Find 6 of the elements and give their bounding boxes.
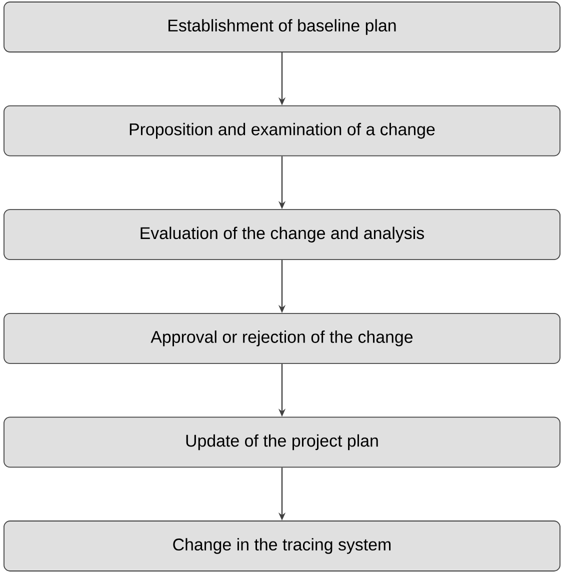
process-box: Evaluation of the change and analysis — [4, 209, 560, 260]
process-box: Update of the project plan — [4, 416, 560, 468]
process-box: Approval or rejection of the change — [4, 312, 560, 364]
process-box: Change in the tracing system — [4, 520, 560, 572]
process-box: Proposition and examination of a change — [4, 105, 560, 156]
process-box: Establishment of baseline plan — [4, 2, 560, 52]
